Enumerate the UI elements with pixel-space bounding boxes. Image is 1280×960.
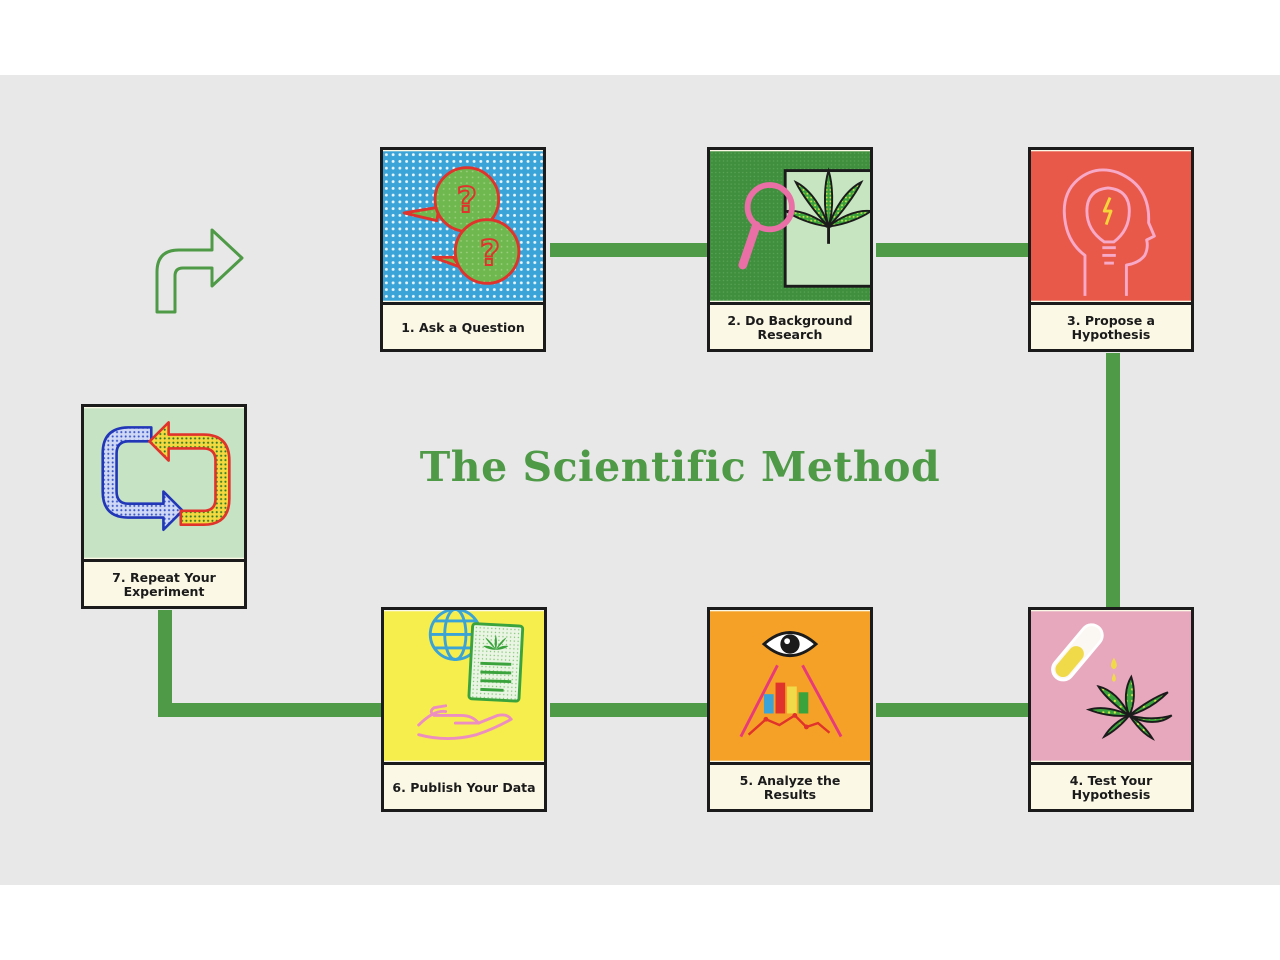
hand-globe-document-icon [384, 610, 544, 765]
step-label: 3. Propose a Hypothesis [1067, 313, 1155, 342]
diagram-title: The Scientific Method [419, 443, 941, 491]
magnifier-leaf-icon [710, 150, 870, 305]
connector-5-6 [550, 703, 710, 717]
step-label: 5. Analyze the Results [739, 773, 841, 802]
step-label: 1. Ask a Question [401, 320, 525, 335]
step-label: 7. Repeat Your Experiment [112, 570, 216, 599]
speech-bubbles-question-icon: ? ? [383, 150, 543, 305]
step-card-7: 7. Repeat Your Experiment [81, 404, 247, 609]
connector-6-7-horizontal [158, 703, 384, 717]
repeat-arrows-icon [84, 407, 244, 562]
eye-chart-icon [710, 610, 870, 765]
connector-4-5 [876, 703, 1030, 717]
step-card-6: 6. Publish Your Data [381, 607, 547, 812]
step-label: 6. Publish Your Data [392, 780, 536, 795]
connector-2-3 [876, 243, 1030, 257]
test-tube-leaf-icon [1031, 610, 1191, 765]
svg-text:?: ? [480, 234, 500, 274]
step-label: 2. Do Background Research [727, 313, 853, 342]
start-arrow-icon [150, 222, 250, 317]
step-card-2: 2. Do Background Research [707, 147, 873, 352]
svg-text:?: ? [457, 181, 477, 221]
connector-1-2 [550, 243, 710, 257]
step-card-5: 5. Analyze the Results [707, 607, 873, 812]
step-card-1: ? ? 1. Ask a Question [380, 147, 546, 352]
step-card-4: 4. Test Your Hypothesis [1028, 607, 1194, 812]
connector-6-7-vertical [158, 610, 172, 717]
connector-3-4 [1106, 353, 1120, 608]
step-card-3: 3. Propose a Hypothesis [1028, 147, 1194, 352]
step-label: 4. Test Your Hypothesis [1069, 773, 1153, 802]
head-lightbulb-icon [1031, 150, 1191, 305]
